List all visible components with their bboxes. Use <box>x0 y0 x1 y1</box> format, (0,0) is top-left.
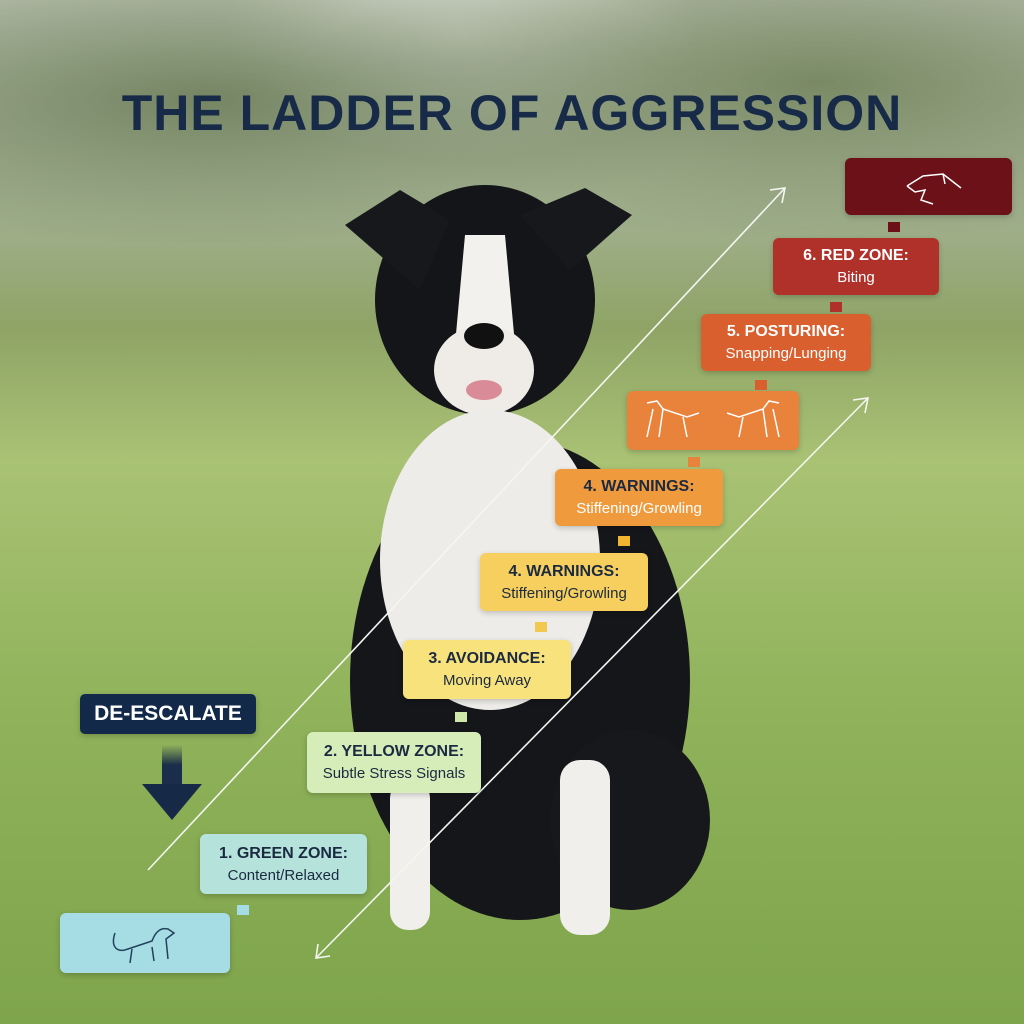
step-yellow-zone: 2. YELLOW ZONE:Subtle Stress Signals <box>307 732 481 793</box>
deescalation-arrow <box>315 397 869 959</box>
connector-tab <box>535 622 547 632</box>
arrow-head-icon <box>769 187 787 204</box>
step-warnings-orange: 4. WARNINGS:Stiffening/Growling <box>555 469 723 526</box>
step-red-zone: 6. RED ZONE:Biting <box>773 238 939 295</box>
escalation-arrow <box>147 187 786 871</box>
down-arrow-icon <box>162 745 182 785</box>
connector-tab <box>688 457 700 467</box>
step-avoidance: 3. AVOIDANCE:Moving Away <box>403 640 571 699</box>
page-title: THE LADDER OF AGGRESSION <box>121 84 903 141</box>
step-posturing: 5. POSTURING:Snapping/Lunging <box>701 314 871 371</box>
connector-tab <box>755 380 767 390</box>
connector-tab <box>237 905 249 915</box>
deescalate-label: DE-ESCALATE <box>80 694 256 734</box>
step-green-zone: 1. GREEN ZONE:Content/Relaxed <box>200 834 367 894</box>
connector-tab <box>830 302 842 312</box>
relaxed-dog-icon <box>112 927 176 964</box>
connector-tab <box>455 712 467 722</box>
connector-tab <box>618 536 630 546</box>
arrow-head-icon <box>852 397 870 414</box>
snarling-dog-icon-box <box>845 158 1012 215</box>
two-dogs-posturing-icon <box>646 400 780 438</box>
arrow-head-icon <box>315 943 331 959</box>
step-warnings-yellow: 4. WARNINGS:Stiffening/Growling <box>480 553 648 611</box>
snarling-dog-icon <box>906 173 962 205</box>
relaxed-dog-icon-box <box>60 913 230 973</box>
connector-tab <box>888 222 900 232</box>
two-dogs-icon-box <box>627 391 799 450</box>
